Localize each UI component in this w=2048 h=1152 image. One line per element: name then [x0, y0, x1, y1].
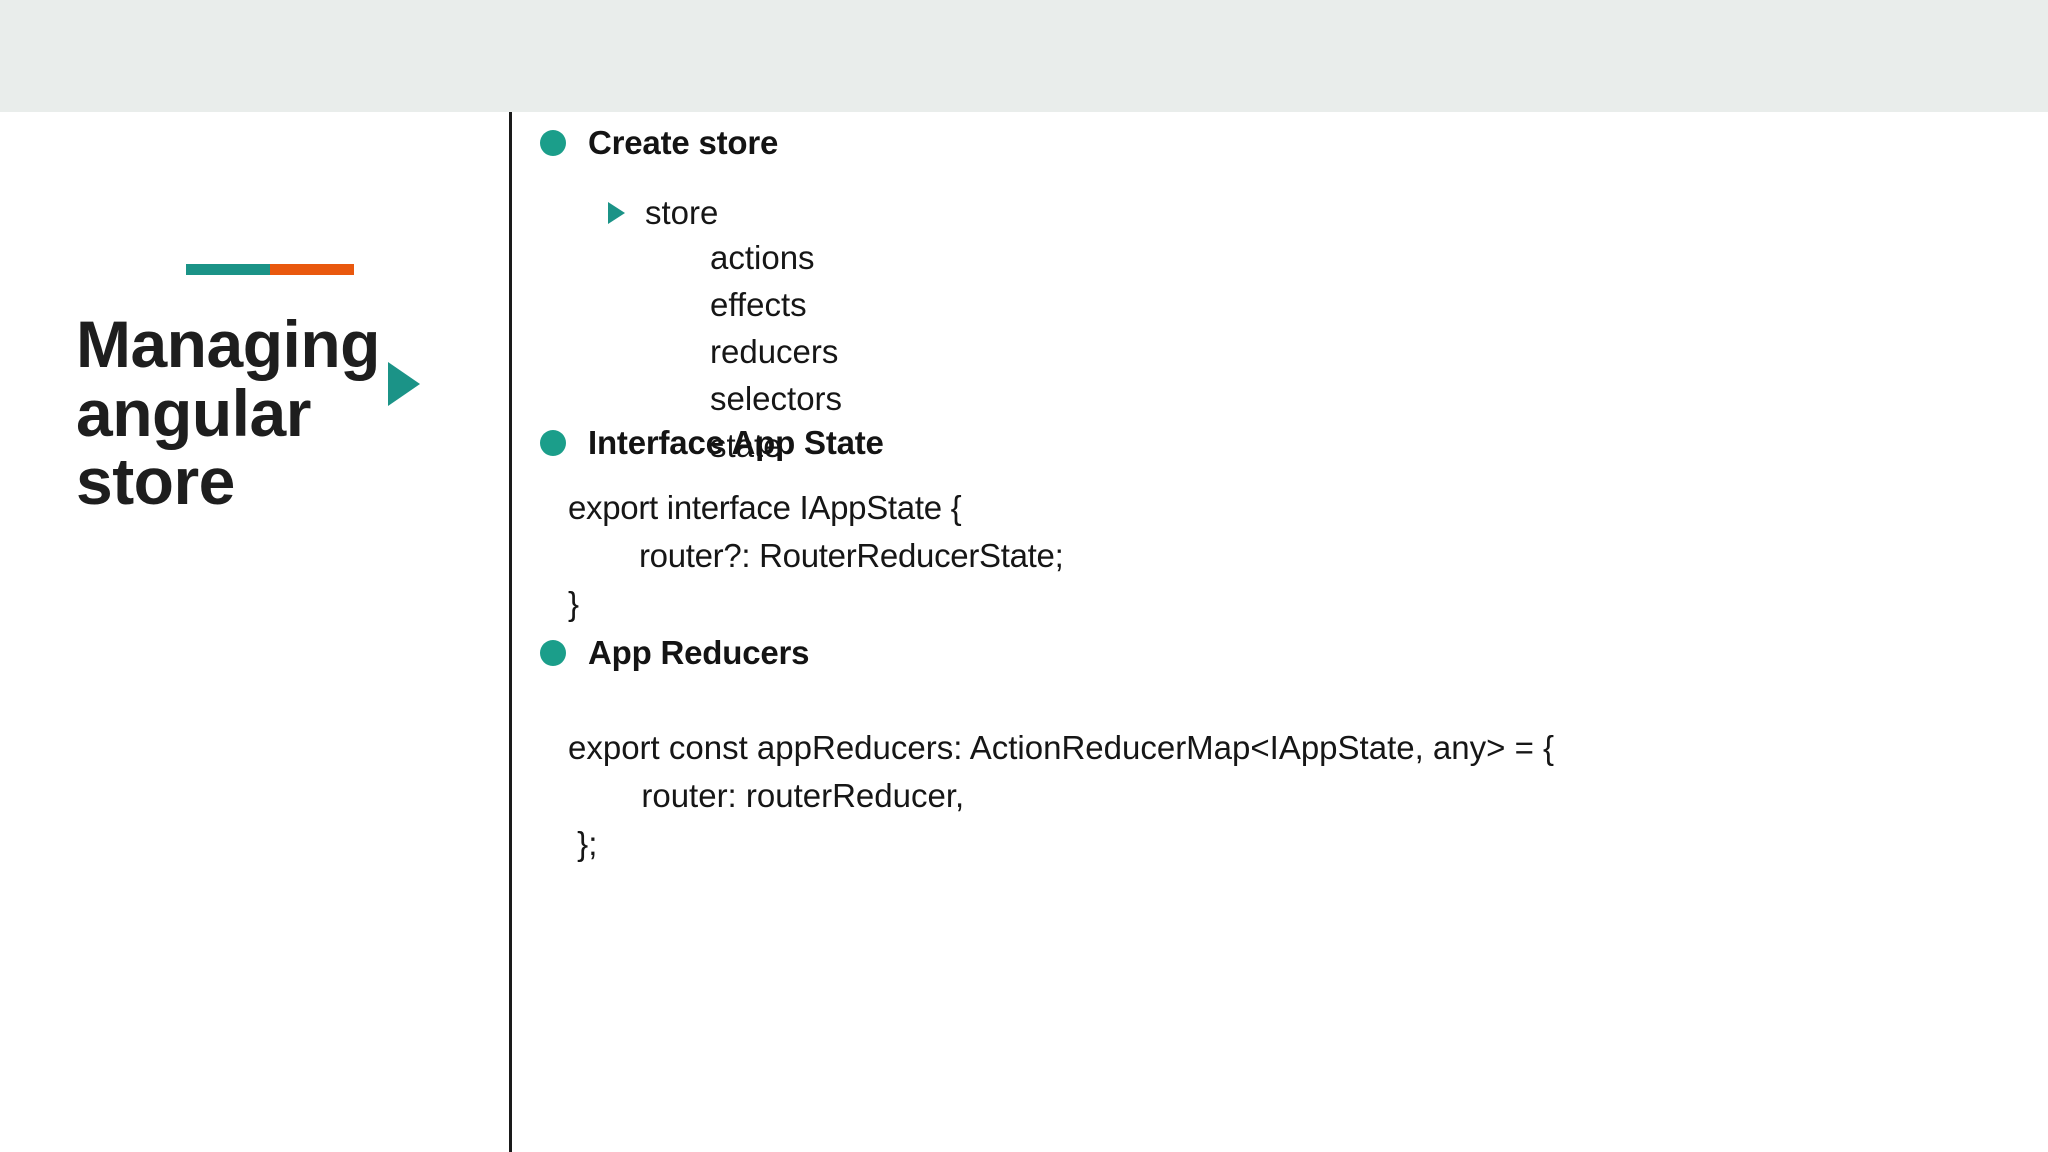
leaf-item: actions: [710, 239, 815, 276]
bullet-dot-icon: [540, 430, 566, 456]
slide-body: Managing angular store Create store stor…: [0, 112, 2048, 1152]
accent-bar-teal-segment: [186, 264, 270, 275]
code-block-app-state: export interface IAppState { router?: Ro…: [568, 489, 1064, 622]
accent-bar: [186, 264, 354, 275]
bullet-item-create-store: Create store: [540, 124, 778, 162]
bullet-item-app-reducers: App Reducers: [540, 634, 810, 672]
leaf-item: effects: [710, 286, 807, 323]
title-column: Managing angular store: [0, 112, 520, 1152]
leaf-item: reducers: [710, 333, 839, 370]
vertical-divider: [509, 112, 512, 1152]
leaf-item: state: [710, 427, 782, 464]
accent-bar-orange-segment: [270, 264, 354, 275]
title-row: Managing angular store: [76, 310, 516, 516]
bullet-label: App Reducers: [588, 634, 810, 671]
bullet-label: Create store: [588, 124, 779, 161]
bullet-label: Interface App State: [588, 424, 884, 461]
bullet-item-interface-app-state: Interface App State: [540, 424, 884, 462]
content-column: Create store store actions effects reduc…: [540, 112, 2040, 1152]
page-title: Managing angular store: [76, 307, 381, 519]
leaf-item-list: actions effects reducers selectors state: [710, 234, 842, 469]
play-triangle-icon: [388, 362, 420, 406]
bullet-dot-icon: [540, 130, 566, 156]
caret-right-icon: [608, 202, 625, 224]
sub-item-label: store: [645, 194, 719, 231]
leaf-item: selectors: [710, 380, 843, 417]
bullet-dot-icon: [540, 640, 566, 666]
sub-item-store: store: [608, 194, 718, 232]
top-decorative-band: [0, 0, 2048, 112]
code-block-app-reducers: export const appReducers: ActionReducerM…: [568, 729, 1555, 862]
